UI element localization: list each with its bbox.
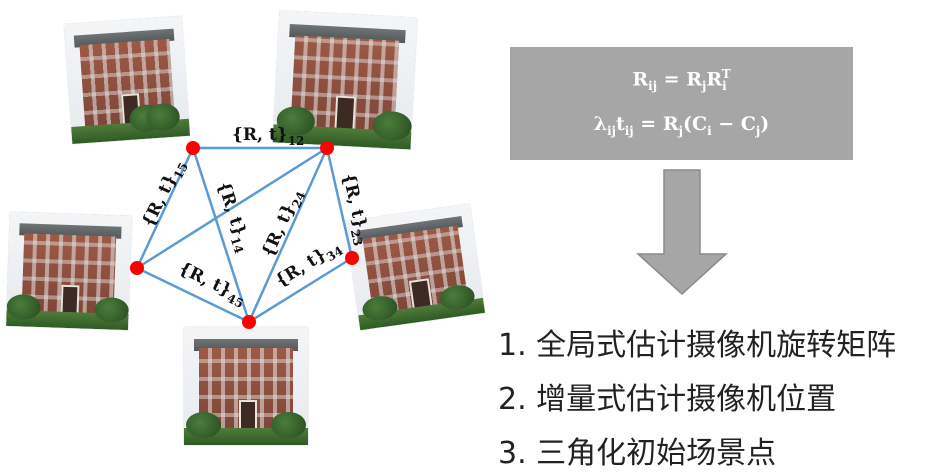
step-2: 2. 增量式估计摄像机位置 <box>498 382 837 417</box>
edge-2-4 <box>247 147 329 323</box>
edge-3-4 <box>248 256 353 324</box>
camera-node-5 <box>130 261 144 275</box>
down-arrow-icon <box>636 169 728 296</box>
graph-nodes <box>130 141 359 329</box>
edge-labels: {R, t}12 {R, t}15 {R, t}14 {R, t}24 {R, … <box>139 125 371 311</box>
step-1: 1. 全局式估计摄像机旋转矩阵 <box>498 328 897 363</box>
edge-1-5 <box>135 147 195 269</box>
building-photo-4 <box>184 327 308 445</box>
edge-label-15: {R, t}15 <box>139 156 191 231</box>
edge-label-12: {R, t}12 <box>232 125 304 148</box>
rotation-formula: Rij = RjRiT <box>632 67 731 94</box>
camera-node-1 <box>186 141 200 155</box>
camera-node-3 <box>345 251 359 265</box>
camera-node-2 <box>320 141 334 155</box>
edge-5-4 <box>136 266 250 324</box>
edge-label-24: {R, t}24 <box>258 186 308 261</box>
formula-box: Rij = RjRiT λijtij = Rj(Ci − Cj) <box>510 47 853 160</box>
edge-1-4 <box>191 147 251 323</box>
camera-node-4 <box>242 315 256 329</box>
edge-2-5 <box>136 146 328 270</box>
translation-formula: λijtij = Rj(Ci − Cj) <box>593 113 770 138</box>
graph-edges <box>135 146 354 324</box>
edge-2-3 <box>325 147 354 259</box>
step-3: 3. 三角化初始场景点 <box>498 436 777 471</box>
